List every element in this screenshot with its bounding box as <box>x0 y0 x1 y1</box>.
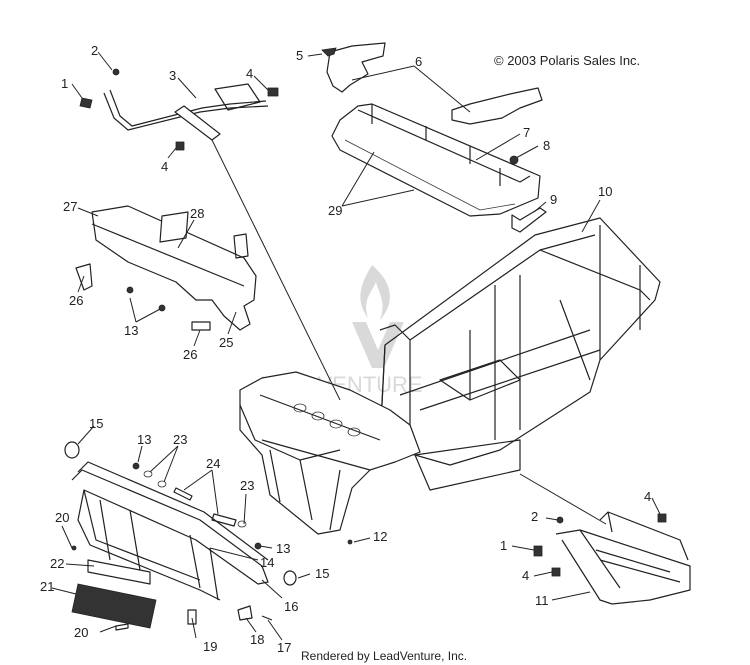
main-vehicle-frame <box>379 217 661 466</box>
fasteners <box>71 47 667 631</box>
callout-19: 19 <box>203 639 217 654</box>
callout-26: 26 <box>183 347 197 362</box>
leader-lines <box>51 51 661 641</box>
front-bumper <box>71 461 269 601</box>
callout-13: 13 <box>276 541 290 556</box>
seat-support-bracket <box>103 83 269 141</box>
copyright-notice: © 2003 Polaris Sales Inc. <box>494 53 641 68</box>
callout-5: 5 <box>296 48 303 63</box>
callout-1: 1 <box>61 76 68 91</box>
callout-1: 1 <box>500 538 507 553</box>
callout-17: 17 <box>277 640 291 655</box>
callout-15: 15 <box>89 416 103 431</box>
callout-7: 7 <box>523 125 530 140</box>
callout-27: 27 <box>63 199 77 214</box>
small-bracket <box>511 207 547 233</box>
bushing-15-left <box>64 441 80 459</box>
rear-rack <box>555 511 691 605</box>
front-cross-member <box>91 205 257 331</box>
callout-10: 10 <box>598 184 612 199</box>
callout-4: 4 <box>161 159 168 174</box>
callout-14: 14 <box>260 555 274 570</box>
callout-4: 4 <box>644 489 651 504</box>
callout-23: 23 <box>240 478 254 493</box>
callout-6: 6 <box>415 54 422 69</box>
callout-15: 15 <box>315 566 329 581</box>
callout-13: 13 <box>124 323 138 338</box>
callout-labels: 1 2 3 4 4 5 6 7 8 9 10 27 28 29 26 13 26… <box>40 43 651 655</box>
callout-12: 12 <box>373 529 387 544</box>
seat-base-assembly <box>326 42 543 217</box>
callout-29: 29 <box>328 203 342 218</box>
callout-26: 26 <box>69 293 83 308</box>
callout-11: 11 <box>535 593 549 608</box>
callout-4: 4 <box>246 66 253 81</box>
callout-4: 4 <box>522 568 529 583</box>
callout-13: 13 <box>137 432 151 447</box>
rendered-by-credit: Rendered by LeadVenture, Inc. <box>301 649 468 663</box>
callout-2: 2 <box>531 509 538 524</box>
callout-22: 22 <box>50 556 64 571</box>
callout-3: 3 <box>169 68 176 83</box>
callout-20: 20 <box>74 625 88 640</box>
callout-8: 8 <box>543 138 550 153</box>
callout-2: 2 <box>91 43 98 58</box>
callout-25: 25 <box>219 335 233 350</box>
callout-9: 9 <box>550 192 557 207</box>
callout-24: 24 <box>206 456 220 471</box>
callout-28: 28 <box>190 206 204 221</box>
callout-21: 21 <box>40 579 54 594</box>
callout-16: 16 <box>284 599 298 614</box>
callout-18: 18 <box>250 632 264 647</box>
callout-23: 23 <box>173 432 187 447</box>
callout-20: 20 <box>55 510 69 525</box>
front-frame-section <box>239 371 521 535</box>
grille-assembly <box>71 559 157 629</box>
bushing-15-right <box>283 570 297 586</box>
